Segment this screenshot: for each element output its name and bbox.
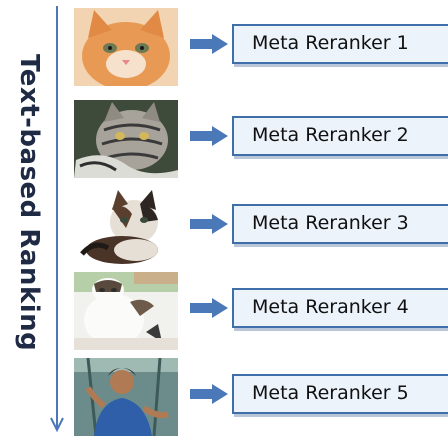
calico-kitten-photo: [74, 188, 178, 266]
meta-reranker-label: Meta Reranker 4: [252, 296, 409, 318]
ranking-row-4: Meta Reranker 4: [72, 272, 448, 352]
right-arrow-icon: [190, 298, 228, 318]
meta-reranker-box: Meta Reranker 5: [232, 374, 448, 414]
meta-reranker-box: Meta Reranker 2: [232, 116, 448, 156]
down-arrow-icon: [50, 6, 64, 433]
meta-reranker-label: Meta Reranker 5: [252, 382, 409, 404]
ranking-row-3: Meta Reranker 3: [72, 188, 448, 268]
meta-reranker-box: Meta Reranker 1: [232, 24, 448, 64]
ranking-axis-label: Text-based Ranking: [14, 54, 44, 352]
right-arrow-icon: [190, 126, 228, 146]
meta-reranker-box: Meta Reranker 4: [232, 288, 448, 328]
ranking-row-2: Meta Reranker 2: [72, 100, 448, 180]
right-arrow-icon: [190, 34, 228, 54]
person-in-blue-photo: [74, 358, 178, 436]
meta-reranker-label: Meta Reranker 2: [252, 124, 409, 146]
meta-reranker-box: Meta Reranker 3: [232, 204, 448, 244]
ranking-row-5: Meta Reranker 5: [72, 358, 448, 436]
right-arrow-icon: [190, 214, 228, 234]
tabby-cat-photo: [74, 100, 178, 178]
right-arrow-icon: [190, 384, 228, 404]
cat-sitting-outdoors-photo: [74, 272, 178, 350]
orange-kitten-photo: [74, 8, 178, 86]
ranking-row-1: Meta Reranker 1: [72, 8, 448, 88]
meta-reranker-label: Meta Reranker 1: [252, 32, 409, 54]
meta-reranker-label: Meta Reranker 3: [252, 212, 409, 234]
